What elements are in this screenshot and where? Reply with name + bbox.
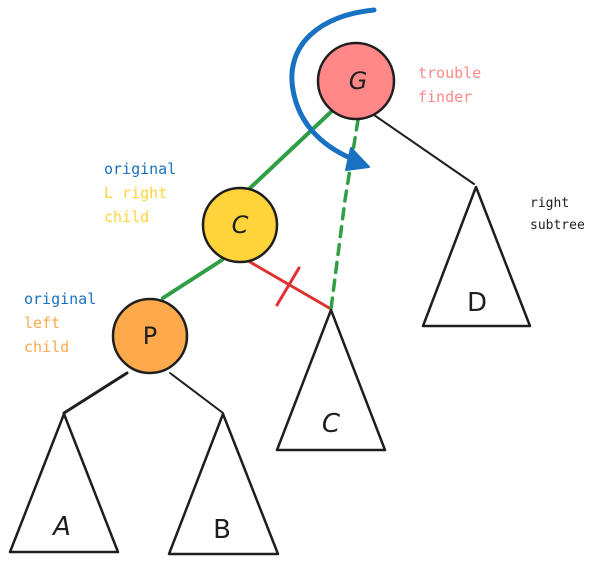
node-p-letter: P [143,322,157,350]
edge-g-to-subtree-c-new [329,118,360,311]
node-g: G [316,41,396,121]
node-p: P [111,297,189,375]
subtree-c: C [275,308,387,452]
edge-c-to-subtree-c-cut [248,260,333,311]
rotation-arrow [289,7,377,163]
right-subtree-label: right subtree [530,196,585,233]
subtree-a-letter: A [51,512,71,542]
subtree-d: D [421,185,532,328]
subtree-b: B [167,412,280,556]
original-left-child-label: original left child [24,290,97,356]
edge-p-to-a [62,371,129,415]
subtree-b-letter: B [213,515,231,545]
cut-mark [275,266,301,307]
edge-p-to-b [169,372,224,414]
subtree-d-letter: D [467,288,487,318]
subtree-c-letter: C [322,409,341,439]
edge-g-to-c [246,108,335,192]
node-c-letter: C [232,211,249,239]
edge-c-to-p [161,258,224,300]
subtree-a: A [8,412,120,554]
original-right-child-label: original L right child [104,160,177,226]
rotation-arrowhead-icon [345,147,370,171]
trouble-finder-label: trouble finder [418,64,482,106]
edge-g-to-d [373,114,475,185]
node-c: C [201,186,279,264]
node-g-letter: G [349,67,368,95]
